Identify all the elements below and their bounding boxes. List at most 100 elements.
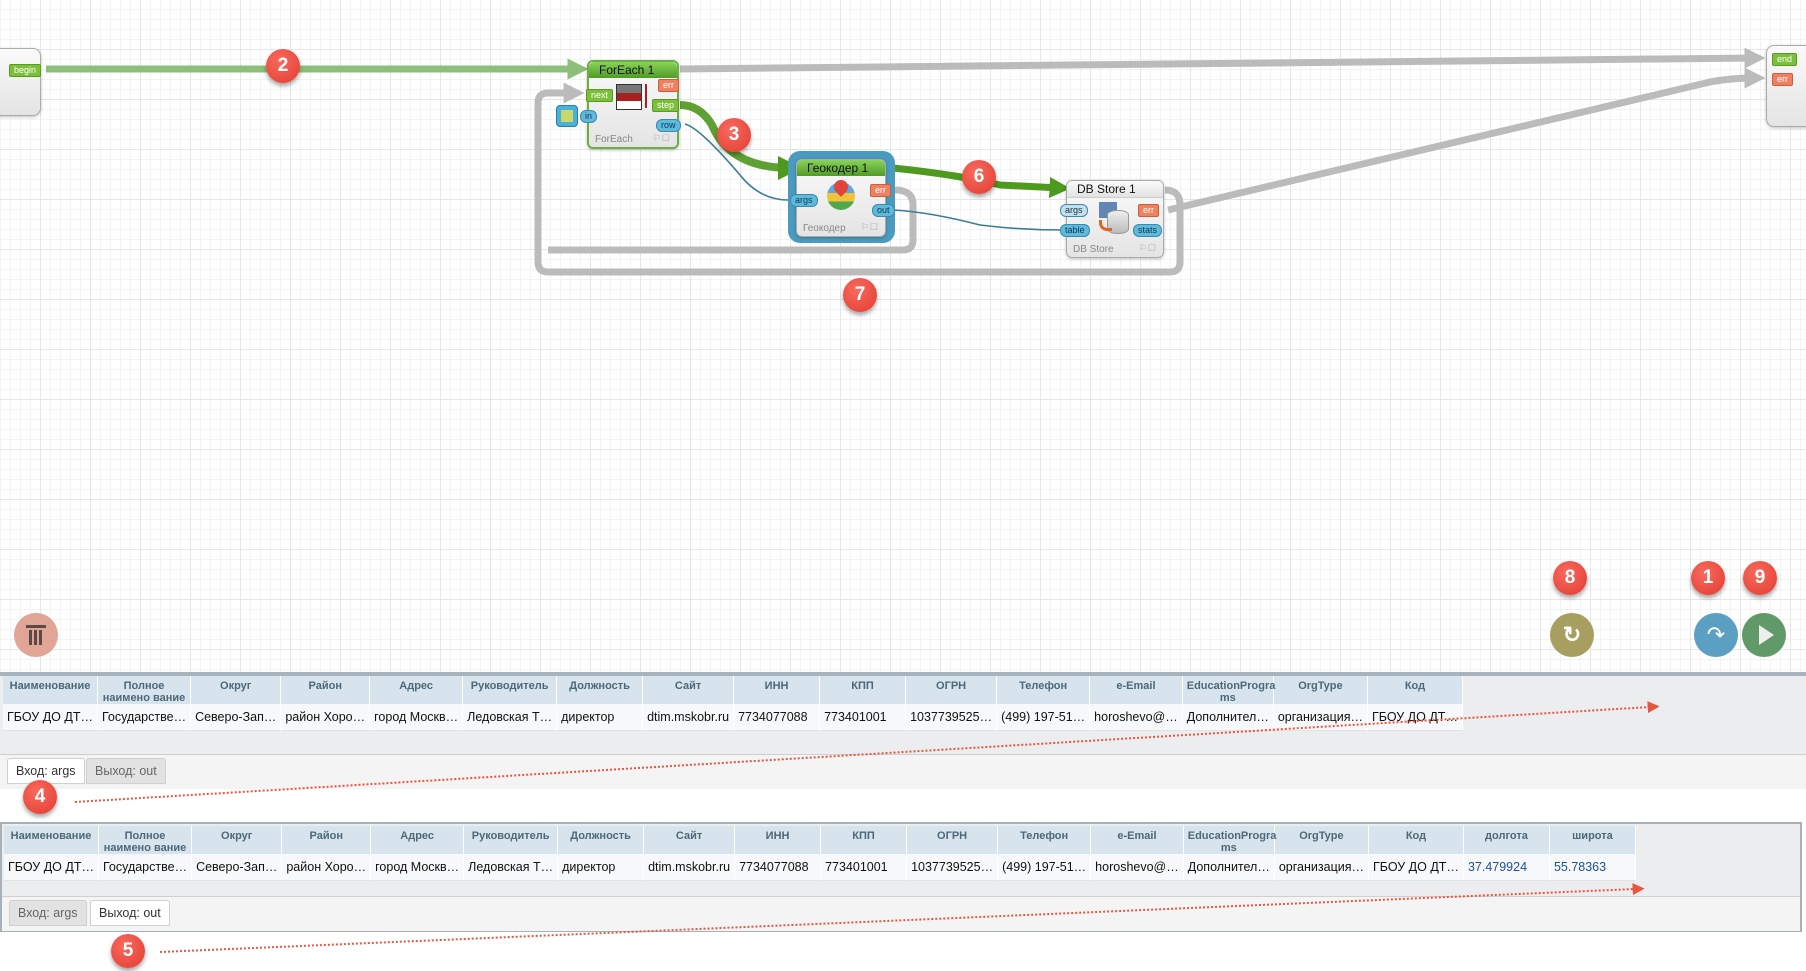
table-cell[interactable]: ГБОУ ДО ДТ… <box>1368 854 1464 881</box>
panel-splitter[interactable] <box>0 672 1806 676</box>
run-button[interactable] <box>1742 613 1786 657</box>
table-cell[interactable]: 7734077088 <box>735 854 822 881</box>
port-row[interactable]: row <box>656 119 681 132</box>
table-cell[interactable]: Ледовская Т… <box>464 854 559 881</box>
table-cell[interactable]: Северо-Зап… <box>191 704 282 731</box>
table-cell[interactable]: Государстве… <box>97 704 192 731</box>
dbstore-node[interactable]: DB Store 1 DB Store ⚐☐ <box>1066 180 1164 258</box>
column-header[interactable]: ОГРН <box>906 676 998 704</box>
table-row[interactable]: ГБОУ ДО ДТ…Государстве…Северо-Зап…район … <box>4 854 1636 881</box>
geocoder-node[interactable]: Геокодер 1 Геокодер ⚐☐ <box>796 159 886 237</box>
table-cell[interactable]: 1037739525… <box>907 854 999 881</box>
column-header[interactable]: ИНН <box>734 676 821 704</box>
table-cell[interactable]: город Москв… <box>371 854 465 881</box>
end-node[interactable]: end err <box>1766 45 1806 127</box>
column-header[interactable]: OrgType <box>1274 826 1369 854</box>
column-header[interactable]: долгота <box>1463 826 1550 854</box>
table-row[interactable]: ГБОУ ДО ДТ…Государстве…Северо-Зап…район … <box>3 704 1463 731</box>
column-header[interactable]: ОГРН <box>907 826 999 854</box>
port-args[interactable]: args <box>1060 204 1088 217</box>
table-cell[interactable]: horoshevo@… <box>1090 704 1183 731</box>
comment-icons[interactable]: ⚐☐ <box>1138 243 1157 253</box>
tab-input-args[interactable]: Вход: args <box>7 758 85 784</box>
table-cell[interactable]: ГБОУ ДО ДТ… <box>3 704 98 731</box>
table-cell[interactable]: директор <box>558 854 645 881</box>
tab-output-out[interactable]: Выход: out <box>90 900 170 926</box>
column-header[interactable]: Должность <box>558 826 645 854</box>
column-header[interactable]: Руководитель <box>464 826 559 854</box>
table-cell[interactable]: horoshevo@… <box>1091 854 1184 881</box>
column-header[interactable]: Руководитель <box>463 676 558 704</box>
delete-button[interactable] <box>14 613 58 657</box>
table-cell[interactable]: Государстве… <box>98 854 193 881</box>
column-header[interactable]: Наименование <box>3 676 98 704</box>
comment-icons[interactable]: ⚐☐ <box>860 222 879 232</box>
column-header[interactable]: ИНН <box>735 826 822 854</box>
begin-node[interactable]: begin <box>0 48 42 116</box>
port-table[interactable]: table <box>1060 224 1090 237</box>
table-cell[interactable]: Дополнител… <box>1182 704 1274 731</box>
column-header[interactable]: Должность <box>557 676 644 704</box>
column-header[interactable]: широта <box>1549 826 1636 854</box>
column-header[interactable]: Сайт <box>643 676 735 704</box>
column-header[interactable]: Округ <box>192 826 283 854</box>
column-header[interactable]: EducationProgra ms <box>1183 826 1276 854</box>
table-cell[interactable]: dtim.mskobr.ru <box>643 704 735 731</box>
tab-output-out[interactable]: Выход: out <box>86 758 166 784</box>
table-cell[interactable]: Ледовская Т… <box>463 704 558 731</box>
table-cell[interactable]: район Хоро… <box>281 704 371 731</box>
column-header[interactable]: Сайт <box>644 826 736 854</box>
port-next[interactable]: next <box>586 89 614 102</box>
port-begin[interactable]: begin <box>9 64 42 77</box>
column-header[interactable]: Наименование <box>4 826 99 854</box>
column-header[interactable]: e-Email <box>1090 676 1183 704</box>
column-header[interactable]: Код <box>1368 826 1464 854</box>
column-header[interactable]: Район <box>281 676 371 704</box>
table-cell[interactable]: dtim.mskobr.ru <box>644 854 736 881</box>
table-cell[interactable]: (499) 197-51… <box>998 854 1092 881</box>
port-end[interactable]: end <box>1772 53 1798 66</box>
column-header[interactable]: КПП <box>821 826 908 854</box>
table-cell[interactable]: 773401001 <box>820 704 907 731</box>
table-cell[interactable]: организация… <box>1274 854 1369 881</box>
reset-button[interactable]: ↻ <box>1550 613 1594 657</box>
column-header[interactable]: Телефон <box>997 676 1091 704</box>
port-step[interactable]: step <box>652 99 680 112</box>
column-header[interactable]: Телефон <box>998 826 1092 854</box>
table-cell[interactable]: район Хоро… <box>282 854 372 881</box>
table-cell[interactable]: 773401001 <box>821 854 908 881</box>
table-cell[interactable]: город Москв… <box>370 704 464 731</box>
port-stats[interactable]: stats <box>1133 224 1163 237</box>
column-header[interactable]: Код <box>1367 676 1463 704</box>
workflow-canvas[interactable]: begin end err ForEach 1 ForEach ⚐☐ next … <box>0 0 1806 672</box>
port-err[interactable]: err <box>870 184 891 197</box>
table-cell[interactable]: Северо-Зап… <box>192 854 283 881</box>
port-err[interactable]: err <box>1138 204 1159 217</box>
column-header[interactable]: EducationProgra ms <box>1182 676 1275 704</box>
table-cell[interactable]: 37.479924 <box>1463 854 1550 881</box>
column-header[interactable]: OrgType <box>1273 676 1368 704</box>
column-header[interactable]: Адрес <box>370 676 464 704</box>
column-header[interactable]: e-Email <box>1091 826 1184 854</box>
port-end-err[interactable]: err <box>1772 73 1793 86</box>
column-header[interactable]: Округ <box>191 676 282 704</box>
column-header[interactable]: КПП <box>820 676 907 704</box>
column-header[interactable]: Полное наимено вание <box>97 676 192 704</box>
comment-icons[interactable]: ⚐☐ <box>652 133 671 143</box>
tab-input-args[interactable]: Вход: args <box>9 900 87 926</box>
column-header[interactable]: Район <box>282 826 372 854</box>
table-cell[interactable]: ГБОУ ДО ДТ… <box>4 854 99 881</box>
table-cell[interactable]: ГБОУ ДО ДТ… <box>1367 704 1463 731</box>
port-in[interactable]: in <box>580 110 598 123</box>
port-err[interactable]: err <box>658 79 679 92</box>
table-cell[interactable]: (499) 197-51… <box>997 704 1091 731</box>
step-button[interactable]: ↷ <box>1694 613 1738 657</box>
port-out[interactable]: out <box>872 204 895 217</box>
table-cell[interactable]: Дополнител… <box>1183 854 1275 881</box>
column-header[interactable]: Адрес <box>371 826 465 854</box>
table-cell[interactable]: 7734077088 <box>734 704 821 731</box>
table-source-icon[interactable] <box>556 105 578 127</box>
table-cell[interactable]: 1037739525… <box>906 704 998 731</box>
port-args[interactable]: args <box>790 194 818 207</box>
table-cell[interactable]: организация… <box>1273 704 1368 731</box>
